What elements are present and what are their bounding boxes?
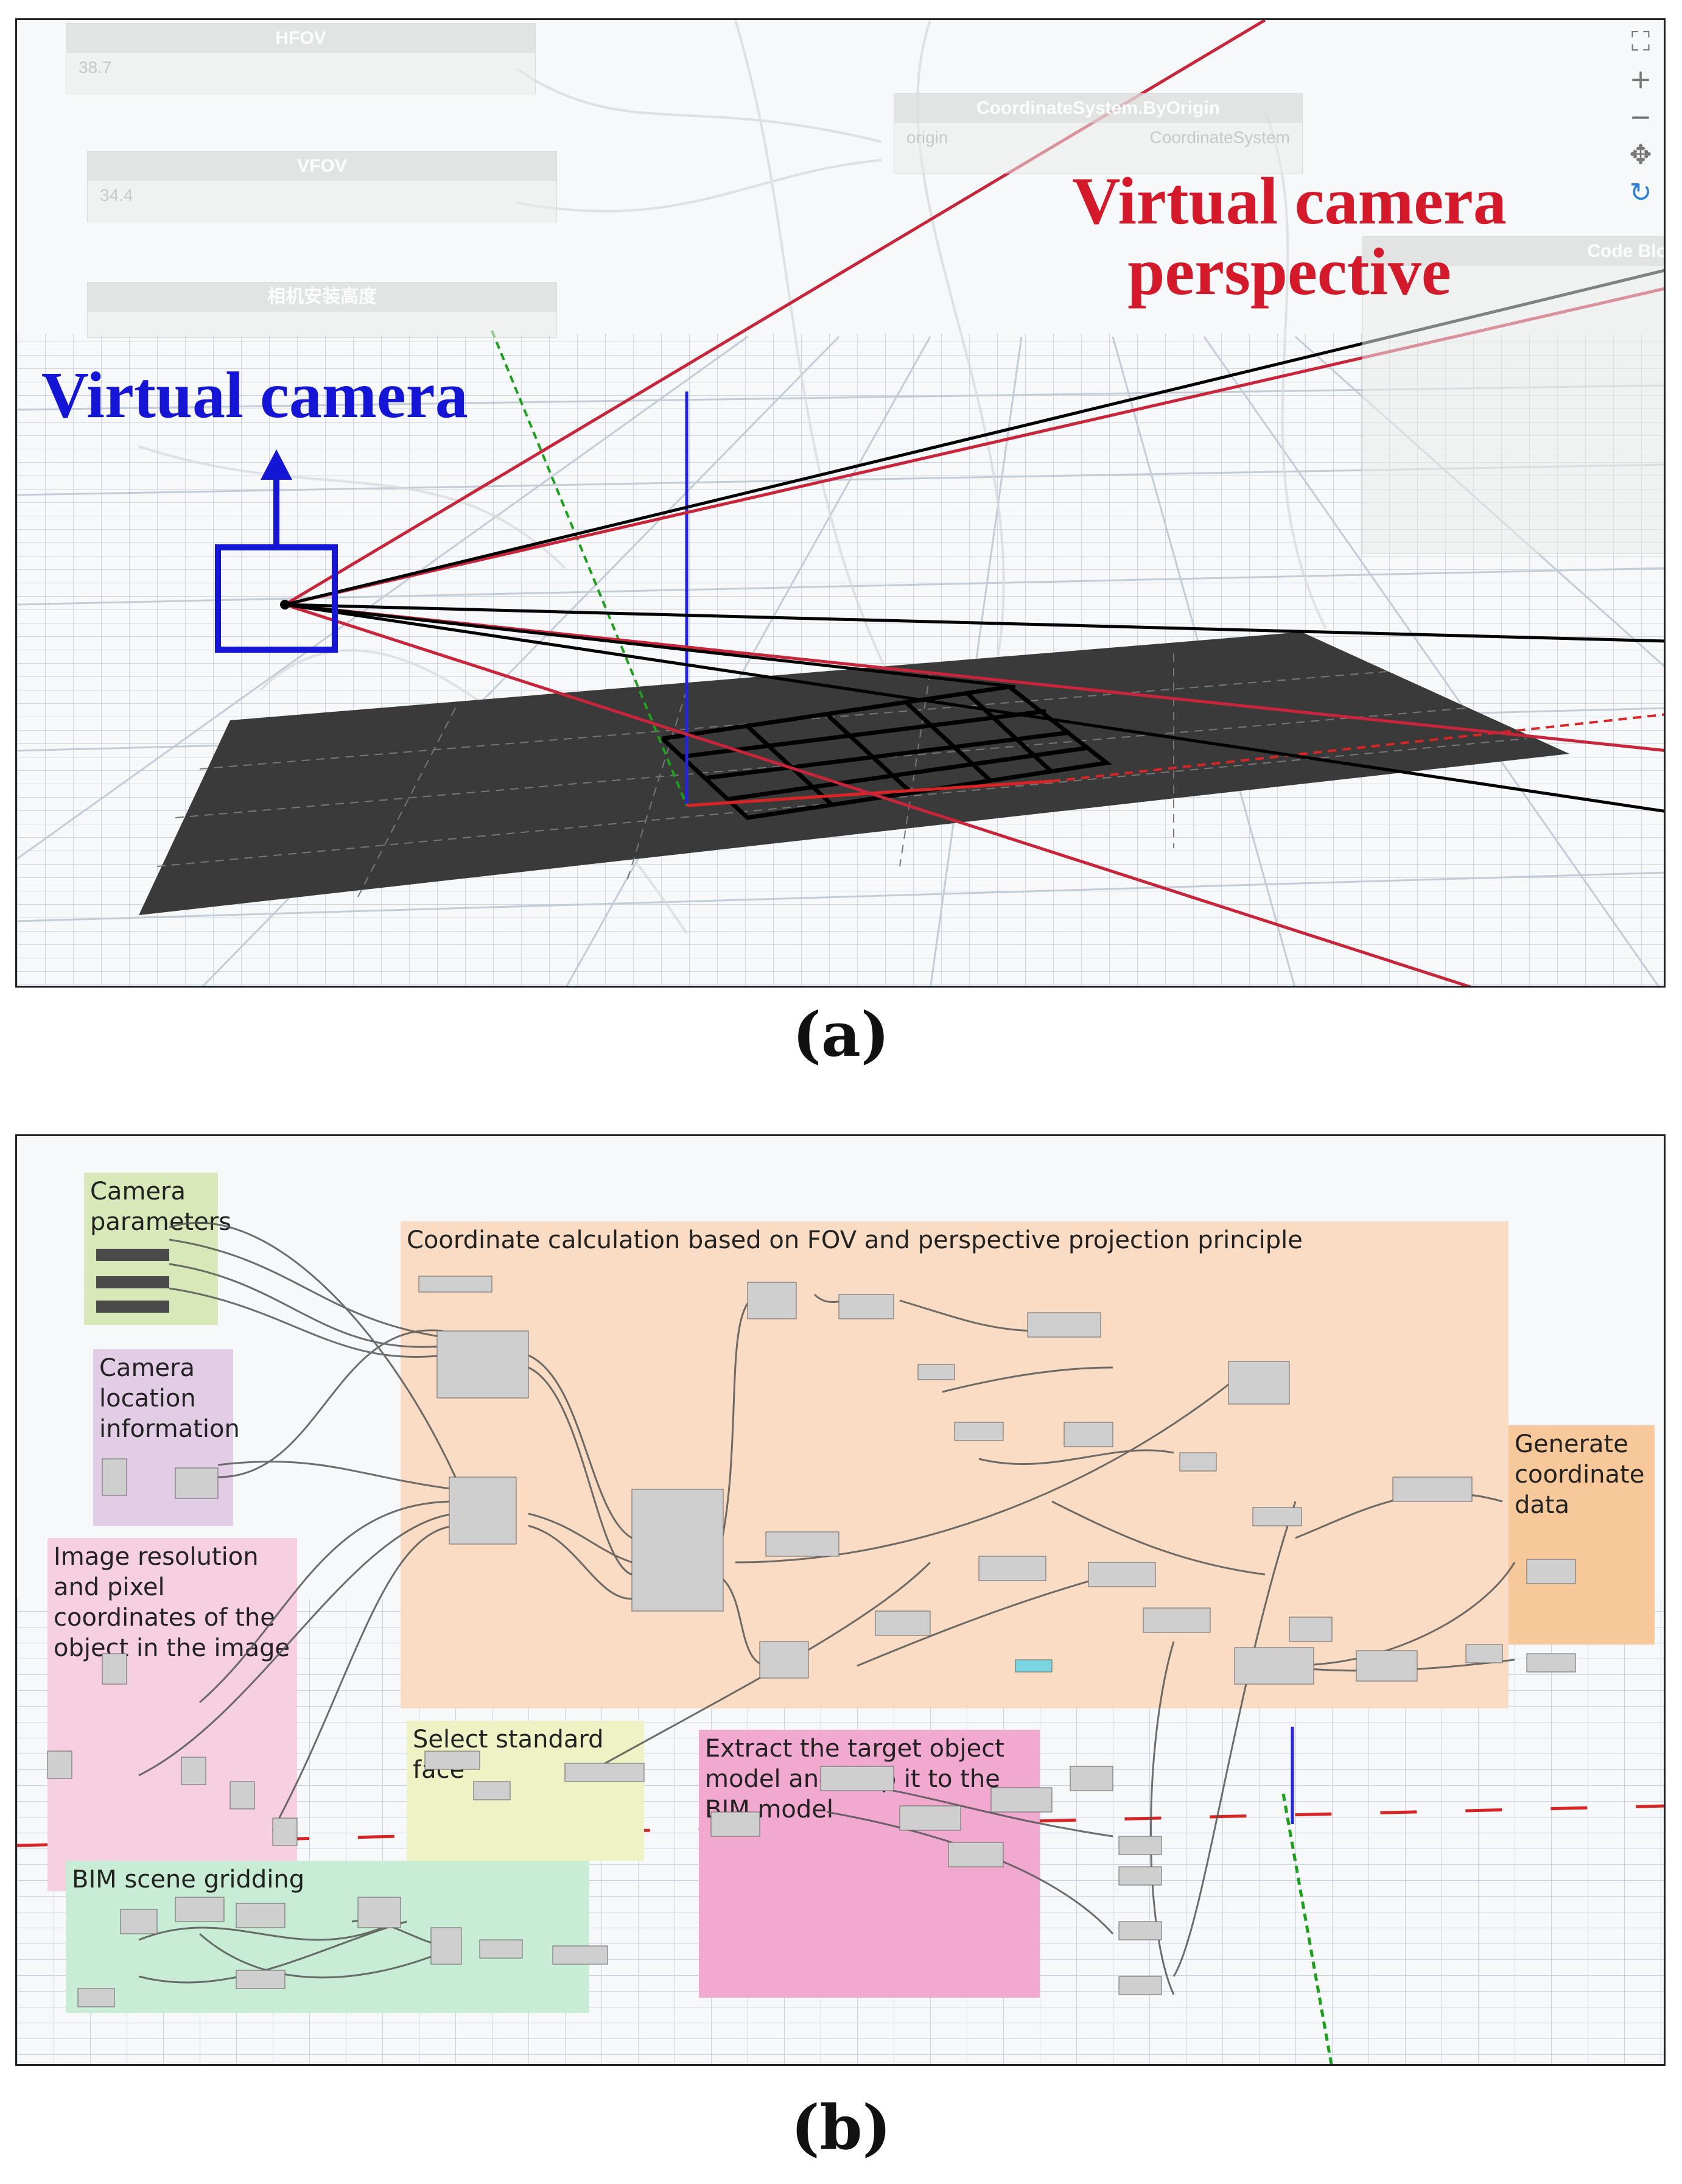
fit-view-icon[interactable]: ⛶ [1631,26,1650,57]
code-block-node-title: Code Blo [1363,237,1664,266]
background-axis-green [1281,1793,1333,2064]
viewport-3d-background-preview[interactable]: HFOV 38.7 VFOV 34.4 相机安装高度 CoordinateSys… [15,18,1666,988]
code-block-node[interactable]: Code Blo [1362,236,1664,554]
vfov-node-title: VFOV [88,152,556,181]
coordinate-system-node[interactable]: CoordinateSystem.ByOrigin origin Coordin… [894,93,1303,174]
projected-grid [661,684,1112,820]
hfov-node-title: HFOV [66,24,535,53]
group-coordinate-calculation[interactable]: Coordinate calculation based on FOV and … [401,1221,1509,1708]
group-generate-coordinate-data[interactable]: Generate coordinate data [1509,1425,1655,1645]
vfov-node-value: 34.4 [100,186,133,205]
camera-height-node-title: 相机安装高度 [88,283,556,312]
virtual-camera-point [280,600,290,609]
camera-arrow-head [261,449,292,480]
zoom-in-icon[interactable]: + [1629,63,1652,95]
viewer-toolbar: ⛶ + − ✥ ↻ [1622,26,1659,208]
group-camera-location[interactable]: Camera location information [93,1349,240,1526]
group-bim-gridding[interactable]: BIM scene gridding [66,1861,589,2013]
coordinate-system-port-out: CoordinateSystem [1149,128,1290,147]
vfov-slider-node[interactable]: VFOV 34.4 [87,151,557,222]
group-image-resolution[interactable]: Image resolution and pixel coordinates o… [47,1538,297,1891]
orbit-icon[interactable]: ↻ [1629,177,1652,208]
axis-x-dashed [1051,713,1664,782]
panel-b-caption: (b) [791,2091,891,2163]
group-camera-parameters[interactable]: Camera parameters [84,1173,231,1325]
coordinate-system-node-title: CoordinateSystem.ByOrigin [894,94,1302,123]
group-select-standard-face[interactable]: Select standard face [407,1721,644,1861]
axis-y-line [491,330,688,806]
panel-a-caption: (a) [792,999,890,1070]
coordinate-system-port-in: origin [906,128,948,147]
hfov-slider-node[interactable]: HFOV 38.7 [66,23,536,94]
camera-height-node[interactable]: 相机安装高度 [87,282,557,338]
dynamo-graph-canvas[interactable]: Camera parameters Camera location inform… [15,1134,1666,2066]
hfov-node-value: 38.7 [79,58,112,77]
virtual-camera-label: Virtual camera [41,359,468,432]
zoom-out-icon[interactable]: − [1629,101,1652,133]
virtual-camera-perspective-label: Virtual camera perspective [1072,164,1507,309]
pan-icon[interactable]: ✥ [1629,139,1652,170]
group-extract-target-object[interactable]: Extract the target object model and map … [699,1730,1040,1998]
